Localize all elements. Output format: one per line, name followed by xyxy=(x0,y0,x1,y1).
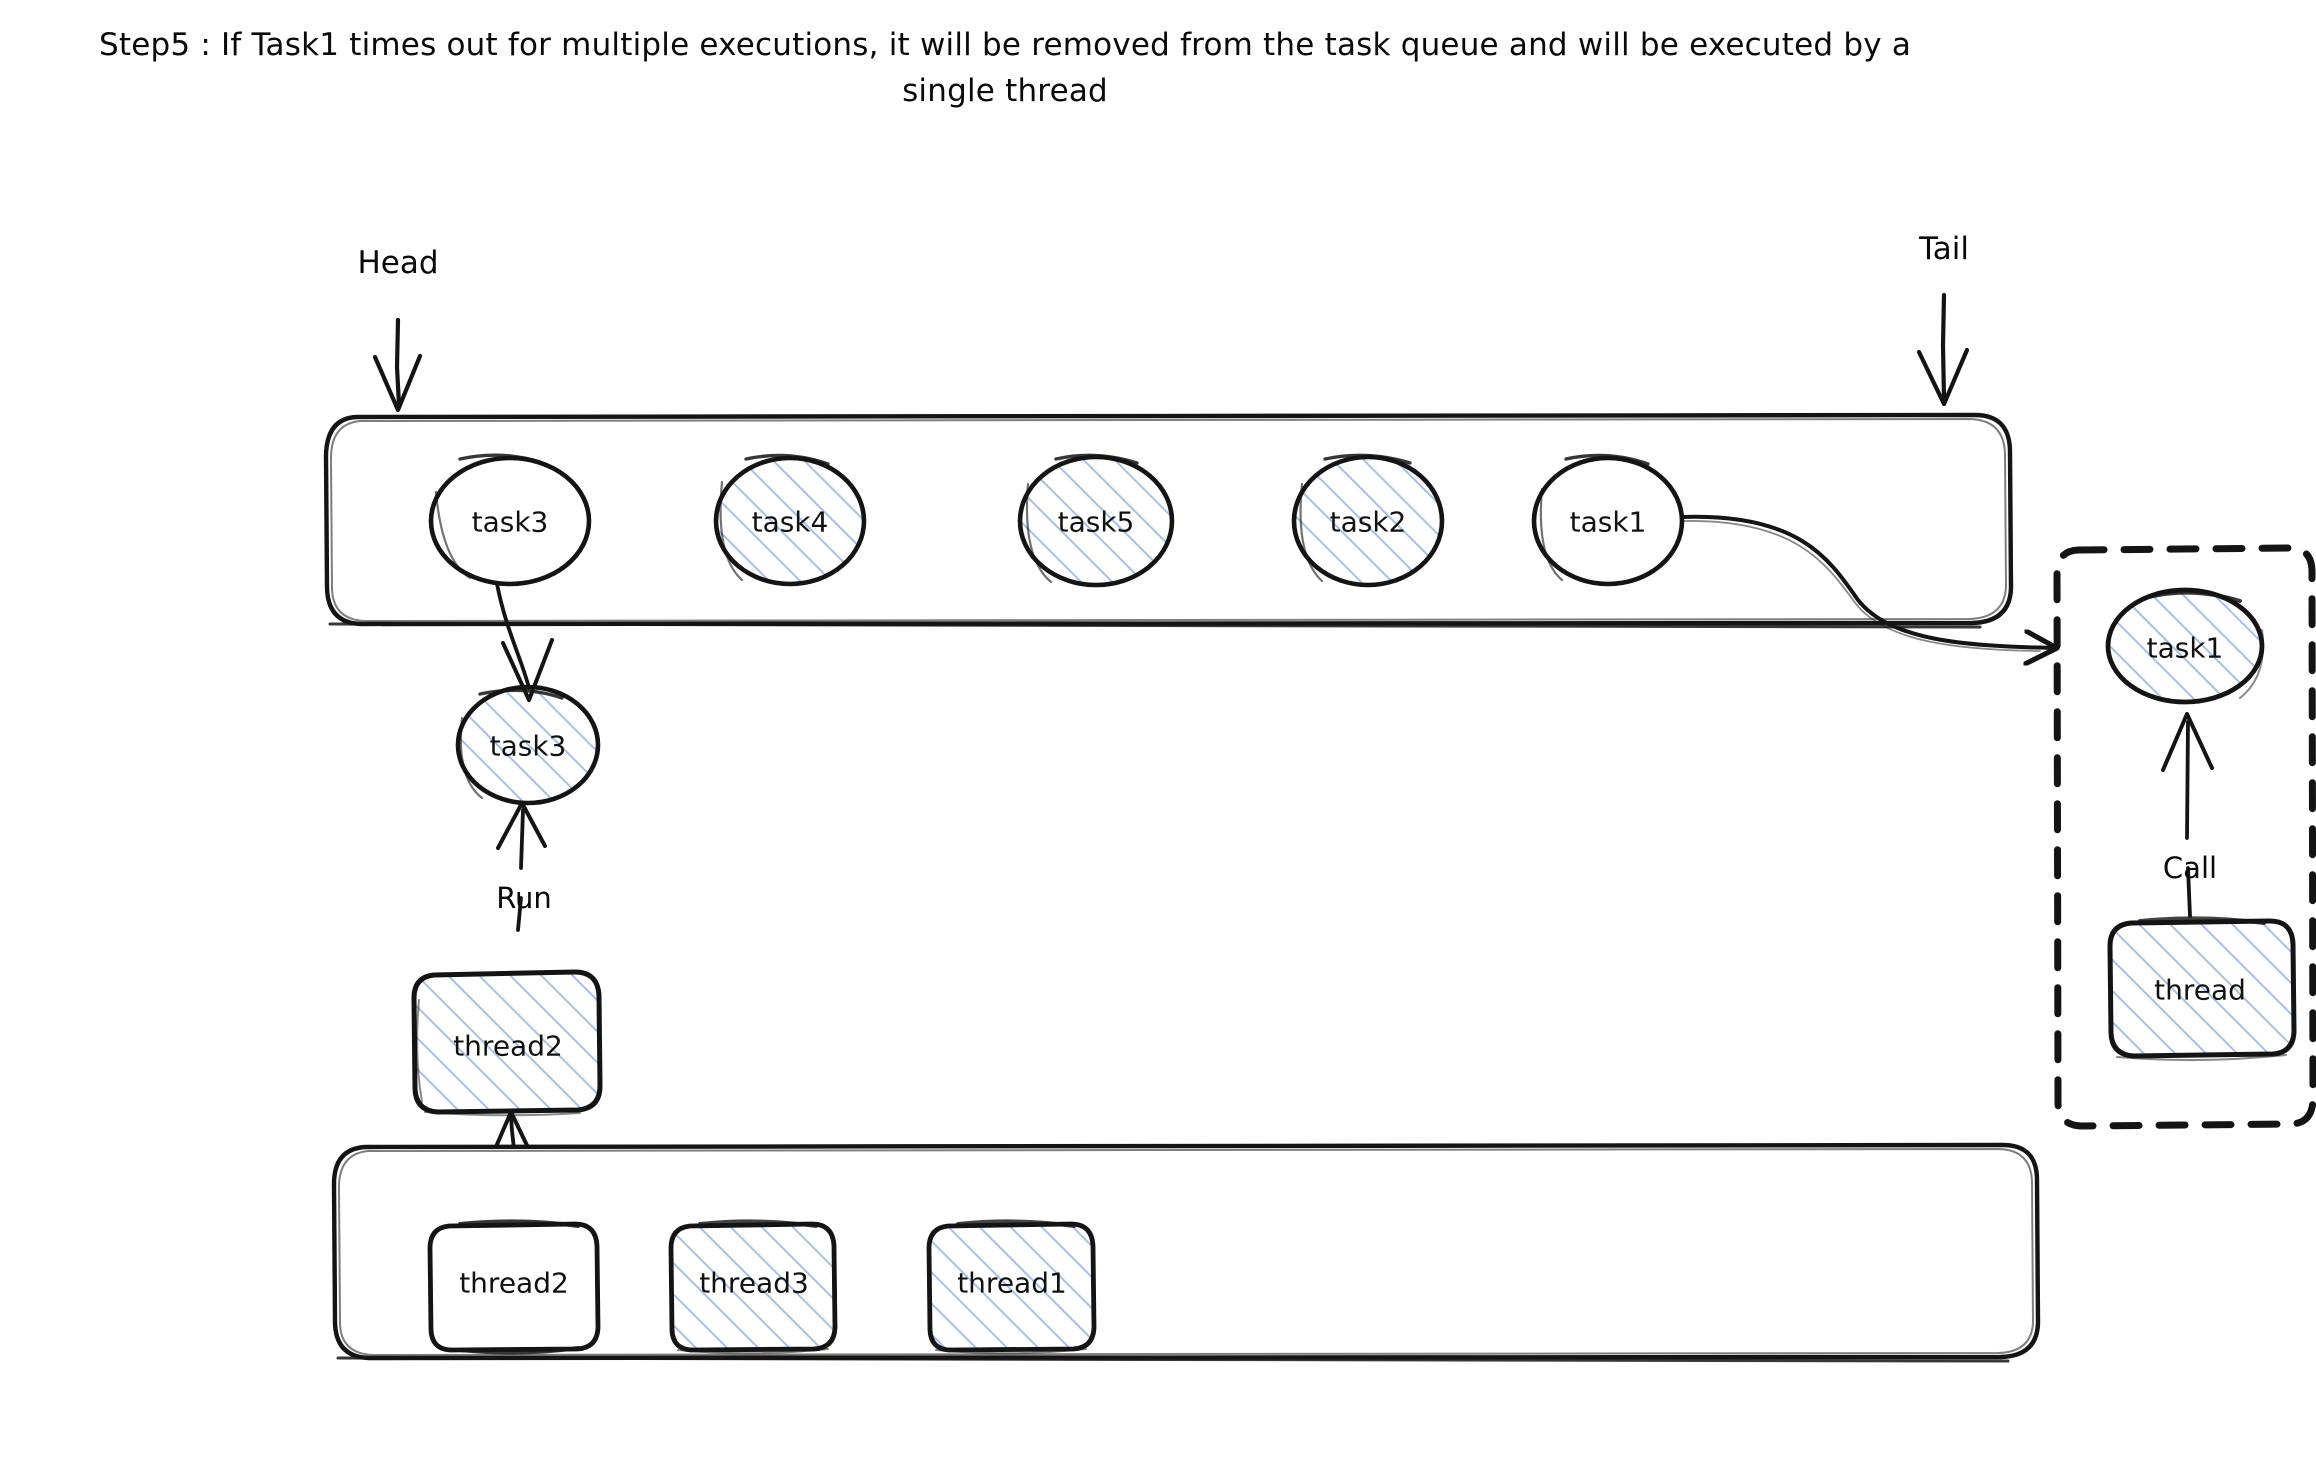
diagram-title: Step5 : If Task1 times out for multiple … xyxy=(98,27,1912,109)
queue-task-3 xyxy=(1291,453,1445,588)
call-edge-label: Call xyxy=(2162,851,2218,885)
single-thread-node xyxy=(2107,916,2297,1062)
running-thread-node xyxy=(411,969,603,1117)
running-task-node xyxy=(455,684,601,806)
head-label: Head xyxy=(357,245,439,281)
queue-task-4 xyxy=(1531,453,1685,587)
pool-thread-0 xyxy=(427,1219,601,1355)
edge-call xyxy=(2161,712,2214,918)
tail-arrow xyxy=(1916,292,1970,407)
tail-label: Tail xyxy=(1918,231,1970,267)
edge-task1-to-single-thread xyxy=(1680,514,2054,651)
queue-task-0 xyxy=(428,453,592,587)
run-edge-label: Run xyxy=(496,881,552,915)
queue-task-2 xyxy=(1017,453,1175,588)
queue-task-1 xyxy=(713,453,867,587)
pool-thread-1 xyxy=(668,1219,838,1355)
edge-run xyxy=(496,801,547,932)
single-thread-task-node xyxy=(2105,587,2265,705)
head-arrow xyxy=(372,317,423,413)
single-thread-executor-box xyxy=(2053,544,2316,1130)
pool-thread-2 xyxy=(926,1219,1097,1355)
